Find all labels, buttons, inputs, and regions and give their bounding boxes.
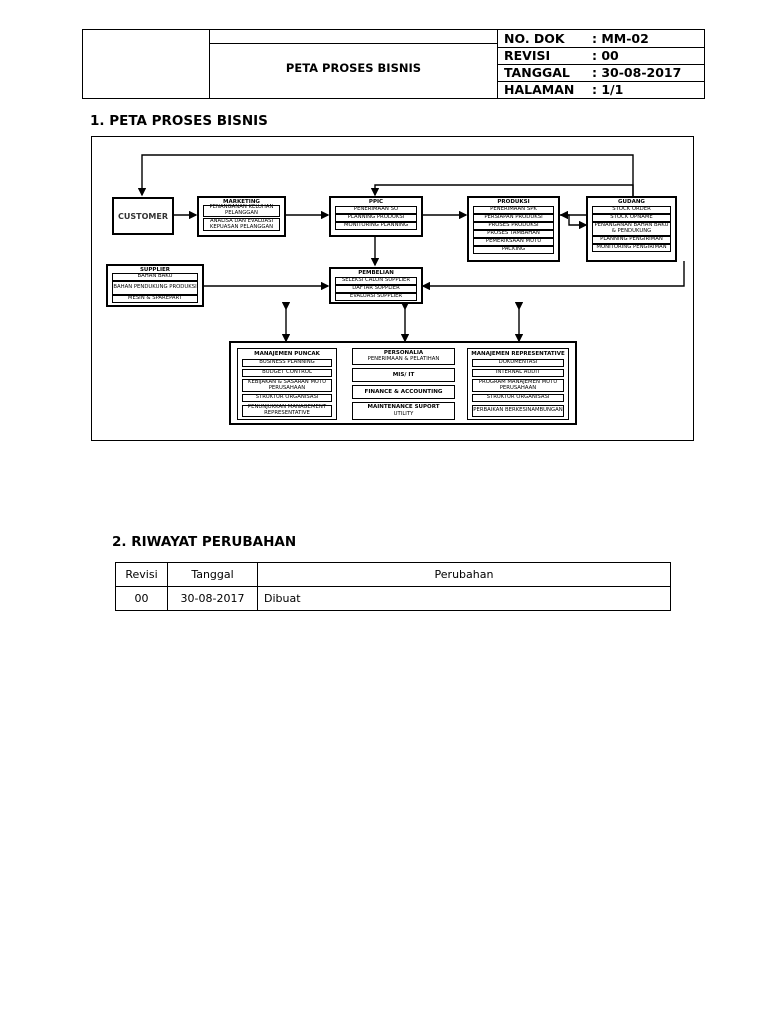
produksi-item: PERSIAPAN PRODUKSI [473, 214, 554, 222]
manajemen-puncak-item: STRUKTUR ORGANISASI [242, 394, 332, 402]
table-header-row: Revisi Tanggal Perubahan [115, 562, 671, 587]
maintenance-item: UTILITY [359, 411, 448, 418]
meta-no-dok: NO. DOK: MM-02 [498, 30, 704, 48]
gudang-item: STOCK OPNAME [592, 214, 671, 222]
meta-revisi: REVISI: 00 [498, 47, 704, 65]
ppic-item: PLANNING PRODUKSI [335, 214, 417, 222]
marketing-item: ANALISA DAN EVALUASI KEPUASAN PELANGGAN [203, 218, 280, 231]
col-header-perubahan: Perubahan [257, 562, 671, 587]
pembelian-item: EVALUASI SUPPLIER [335, 293, 417, 301]
gudang-item: MONITORING PENGIRIMAN [592, 244, 671, 252]
supplier-item: MESIN & SPAREPART [112, 295, 198, 303]
supplier-box: SUPPLIER BAHAN BAKU BAHAN PENDUKUNG PROD… [106, 264, 204, 307]
mis-it-box: MIS/ IT [352, 368, 455, 382]
produksi-item: PENERIMAAN SPK [473, 206, 554, 214]
manajemen-puncak-item: BUDGET CONTROL [242, 369, 332, 377]
document-header: PETA PROSES BISNIS NO. DOK: MM-02 REVISI… [82, 29, 705, 99]
process-map-diagram: CUSTOMER MARKETING PENANGANAN KELUHAN PE… [91, 136, 694, 441]
ppic-box: PPIC PENERIMAAN SO PLANNING PRODUKSI MON… [329, 196, 423, 237]
meta-halaman: HALAMAN: 1/1 [504, 82, 624, 97]
personalia-item: PENERIMAAN & PELATIHAN [359, 356, 448, 363]
meta-tanggal: TANGGAL: 30-08-2017 [498, 64, 704, 82]
manajemen-representative-item: PERBAIKAN BERKESINAMBUNGAN [472, 405, 564, 417]
manajemen-puncak-item: BUSINESS PLANNING [242, 359, 332, 367]
finance-accounting-box: FINANCE & ACCOUNTING [352, 385, 455, 399]
manajemen-representative-item: INTERNAL AUDIT [472, 369, 564, 377]
document-title: PETA PROSES BISNIS [285, 61, 422, 75]
gudang-box: GUDANG STOCK ORDER STOCK OPNAME PENANGAN… [586, 196, 677, 262]
supplier-item: BAHAN PENDUKUNG PRODUKSI [112, 281, 198, 295]
revision-history-table: Revisi Tanggal Perubahan 00 30-08-2017 D… [115, 562, 671, 611]
produksi-item: PROSES TAMBAHAN [473, 230, 554, 238]
pembelian-item: DAFTAR SUPPLIER [335, 285, 417, 293]
marketing-item: PENANGANAN KELUHAN PELANGGAN [203, 205, 280, 217]
manajemen-representative-item: DOKUMENTASI [472, 359, 564, 367]
produksi-item: PACKING [473, 246, 554, 254]
personalia-box: PERSONALIA PENERIMAAN & PELATIHAN [352, 348, 455, 365]
cell-tanggal: 30-08-2017 [167, 586, 258, 611]
manajemen-representative-item: STRUKTUR ORGANISASI [472, 394, 564, 402]
ppic-item: MONITORING PLANNING [335, 222, 417, 230]
produksi-box: PRODUKSI PENERIMAAN SPK PERSIAPAN PRODUK… [467, 196, 560, 262]
manajemen-representative-item: PROGRAM MANAJEMEN MUTU PERUSAHAAN [472, 379, 564, 392]
title-cell: PETA PROSES BISNIS [210, 30, 498, 98]
management-container: MANAJEMEN PUNCAK BUSINESS PLANNING BUDGE… [229, 341, 577, 425]
logo-cell [83, 30, 210, 98]
cell-revisi: 00 [115, 586, 168, 611]
produksi-item: PEMERIKSAAN MUTU [473, 238, 554, 246]
connector-lines [137, 154, 685, 343]
manajemen-puncak-item: PENUNJUKKAN MANAGEMENT REPRESENTATIVE [242, 405, 332, 417]
gudang-item: PLANNING PENGIRIMAN [592, 236, 671, 244]
produksi-item: PROSES PRODUKSI [473, 222, 554, 230]
maintenance-box: MAINTENANCE SUPORT UTILITY [352, 402, 455, 420]
gudang-item: PENANGANAN BAHAN BAKU & PENDUKUNG [592, 222, 671, 236]
customer-box: CUSTOMER [112, 197, 174, 235]
col-header-tanggal: Tanggal [167, 562, 258, 587]
ppic-item: PENERIMAAN SO [335, 206, 417, 214]
section-heading-riwayat: 2. RIWAYAT PERUBAHAN [112, 534, 297, 550]
marketing-box: MARKETING PENANGANAN KELUHAN PELANGGAN A… [197, 196, 286, 237]
col-header-revisi: Revisi [115, 562, 168, 587]
section-heading-peta: 1. PETA PROSES BISNIS [90, 113, 268, 129]
manajemen-representative-box: MANAJEMEN REPRESENTATIVE DOKUMENTASI INT… [467, 348, 569, 420]
pembelian-item: SELEKSI CALON SUPPLIER [335, 277, 417, 285]
table-row: 00 30-08-2017 Dibuat [115, 586, 671, 611]
manajemen-puncak-item: KEBIJAKAN & SASARAN MUTU PERUSAHAAN [242, 379, 332, 392]
gudang-item: STOCK ORDER [592, 206, 671, 214]
manajemen-puncak-box: MANAJEMEN PUNCAK BUSINESS PLANNING BUDGE… [237, 348, 337, 420]
pembelian-box: PEMBELIAN SELEKSI CALON SUPPLIER DAFTAR … [329, 267, 423, 304]
supplier-item: BAHAN BAKU [112, 273, 198, 281]
cell-perubahan: Dibuat [257, 586, 671, 611]
